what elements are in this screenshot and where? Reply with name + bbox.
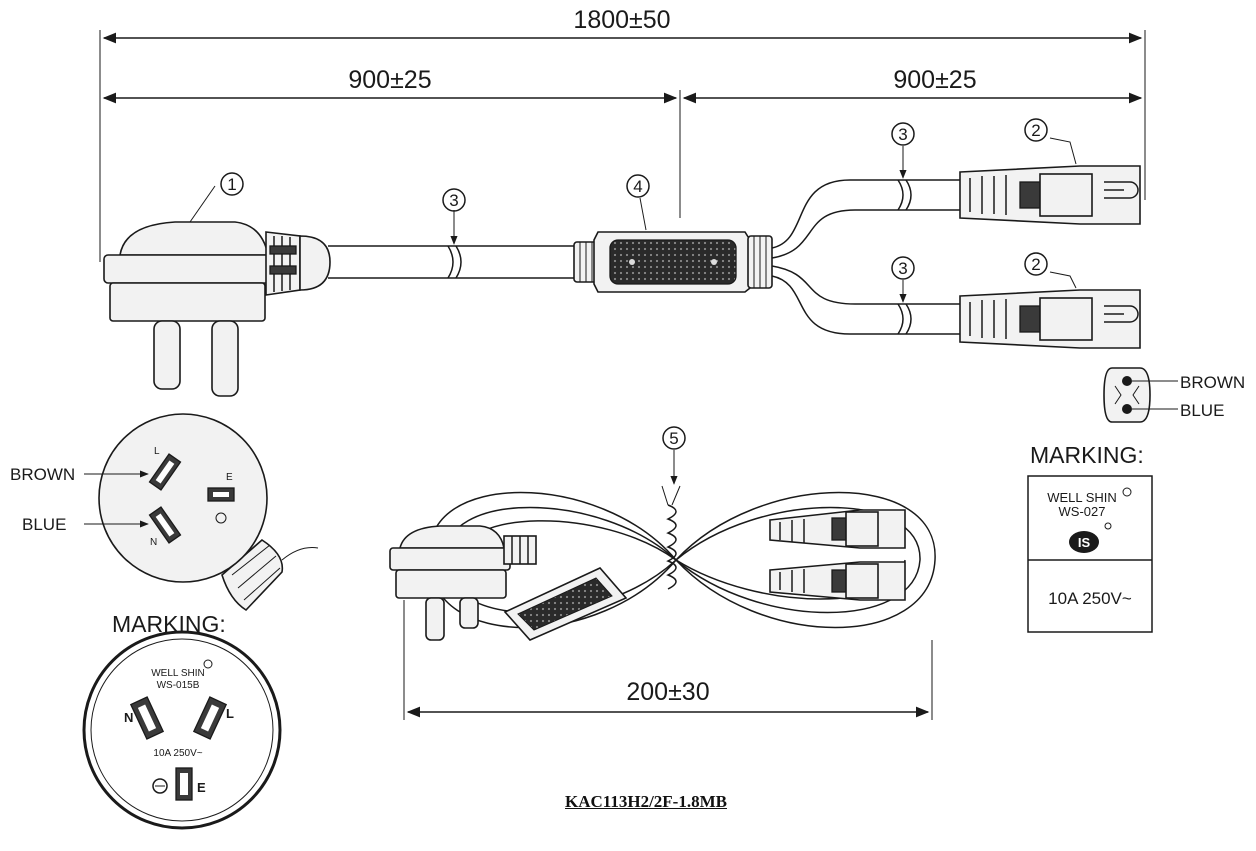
connector-marking-rating: 10A 250V~: [1048, 589, 1132, 608]
cert-mark-icon: [1069, 531, 1099, 553]
svg-text:2: 2: [1031, 255, 1040, 274]
svg-text:2: 2: [1031, 121, 1040, 140]
connector-wire-blue-label: BLUE: [1180, 401, 1224, 420]
plug-marking-brand: WELL SHIN: [151, 668, 205, 679]
callout-3-main: [442, 188, 466, 212]
coiled-bundle: 5: [389, 426, 936, 641]
dimension-bundle-label: 200±30: [626, 678, 709, 706]
connector-wire-brown-label: BROWN: [1180, 373, 1245, 392]
earth-symbol-icon: [152, 778, 168, 794]
splitter-body: 4: [573, 174, 773, 293]
plug-strain-relief-ribs: [269, 236, 297, 292]
plug-marking-model: WS-015B: [157, 680, 200, 691]
connector-bottom: 2: [959, 252, 1141, 349]
plug-pin-l-label: L: [154, 446, 160, 457]
callout-4: [626, 174, 650, 198]
plug-marking-pin-l: L: [226, 706, 234, 721]
svg-text:1: 1: [227, 175, 236, 194]
connector-top: 2: [959, 118, 1141, 225]
plug-marking-pin-n: N: [124, 710, 133, 725]
plug-side-view: 1: [103, 172, 331, 397]
connector-marking: MARKING: WELL SHIN WS-027 IS 10A 250V~: [1027, 442, 1153, 633]
plug-marking-rating: 10A 250V~: [153, 748, 202, 759]
connector-marking-heading: MARKING:: [1030, 442, 1144, 468]
branch-cables: 3 3: [771, 122, 960, 335]
callout-3-top: [891, 122, 915, 146]
plug-pin-e-label: E: [226, 472, 233, 483]
svg-text:3: 3: [898, 125, 907, 144]
plug-pin-n-label: N: [150, 537, 157, 548]
connector-face-view: BROWN BLUE: [1103, 367, 1245, 423]
dimension-total-label: 1800±50: [573, 6, 670, 34]
plug-wire-blue-label: BLUE: [22, 515, 66, 534]
dimension-right: 900±25: [679, 66, 1143, 218]
dimension-right-label: 900±25: [893, 66, 976, 94]
main-cable: 3: [328, 188, 580, 279]
svg-text:3: 3: [898, 259, 907, 278]
connector-marking-brand: WELL SHIN: [1047, 490, 1117, 505]
part-number: KAC113H2/2F-1.8MB: [565, 792, 727, 811]
svg-text:4: 4: [633, 177, 642, 196]
callout-5: [662, 426, 686, 450]
callout-1: [220, 172, 244, 196]
plug-face-view: L N E BROWN BLUE: [10, 413, 319, 612]
dimension-left-label: 900±25: [348, 66, 431, 94]
svg-text:3: 3: [449, 191, 458, 210]
connector-marking-cert: IS: [1078, 535, 1091, 550]
dimension-bundle: 200±30: [403, 600, 933, 720]
connector-marking-model: WS-027: [1059, 504, 1106, 519]
callout-3-bottom: [891, 256, 915, 280]
plug-wire-brown-label: BROWN: [10, 465, 75, 484]
callout-2-bottom: [1024, 252, 1048, 276]
plug-marking-pin-e: E: [197, 780, 206, 795]
plug-marking: MARKING: WELL SHIN WS-015B N L 10A 250V~…: [82, 611, 282, 830]
callout-2-top: [1024, 118, 1048, 142]
dimension-left: 900±25: [102, 66, 678, 104]
svg-text:5: 5: [669, 429, 678, 448]
dimension-total: 1800±50: [99, 6, 1146, 262]
